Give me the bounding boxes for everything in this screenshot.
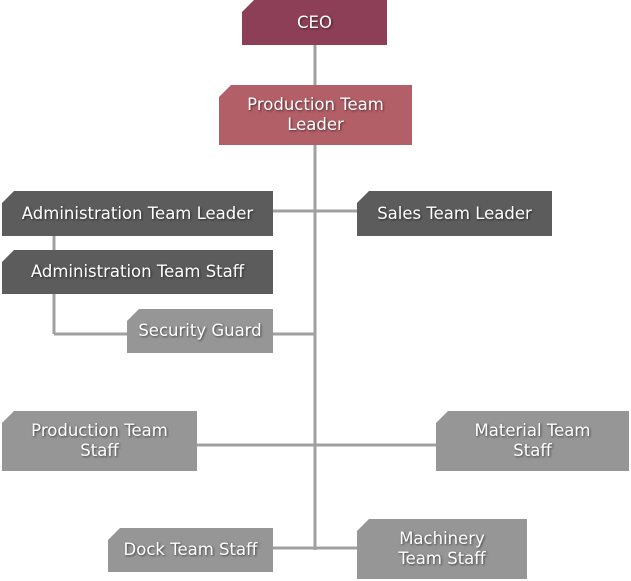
sales-team-leader-node: Sales Team Leader (357, 191, 552, 236)
administration-team-leader-label: Administration Team Leader (21, 203, 254, 223)
ceo-node: CEO (242, 0, 387, 45)
material-team-staff-node: Material Team Staff (436, 411, 629, 471)
dock-team-staff-label: Dock Team Staff (123, 540, 258, 559)
production-team-staff-label: Production Team Staff (31, 421, 168, 460)
production-team-leader-label: Production Team Leader (247, 95, 384, 134)
administration-team-leader-node: Administration Team Leader (2, 191, 273, 236)
administration-team-staff-label: Administration Team Staff (30, 262, 245, 281)
material-team-staff-label: Material Team Staff (474, 421, 591, 460)
dock-team-staff-node: Dock Team Staff (108, 528, 273, 572)
machinery-team-staff-node: Machinery Team Staff (357, 519, 527, 579)
security-guard-node: Security Guard (127, 309, 273, 353)
production-team-leader-node: Production Team Leader (219, 85, 412, 145)
administration-team-staff-node: Administration Team Staff (2, 250, 273, 294)
security-guard-label: Security Guard (138, 321, 262, 340)
sales-team-leader-label: Sales Team Leader (377, 203, 532, 223)
machinery-team-staff-label: Machinery Team Staff (398, 529, 486, 568)
production-team-staff-node: Production Team Staff (2, 411, 197, 471)
ceo-label: CEO (297, 12, 332, 32)
